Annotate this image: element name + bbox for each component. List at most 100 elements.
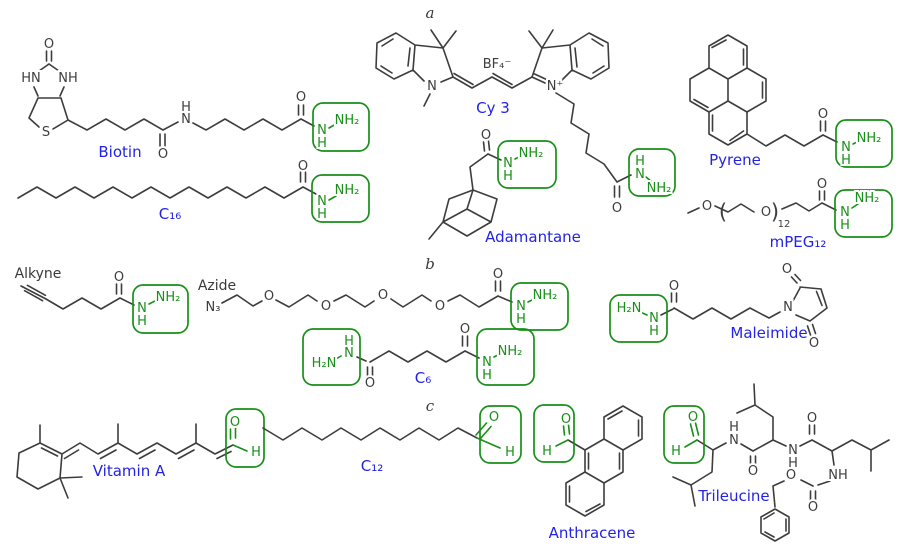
molecule-maleimide: H₂N N H O N O O Maleimide — [609, 260, 828, 353]
n-atom: N — [840, 205, 850, 220]
panel-label-c: c — [426, 397, 435, 415]
vitamin-a-aldehyde-bonds — [229, 427, 248, 452]
h-atom: H — [137, 314, 147, 329]
c6-label: C₆ — [415, 369, 432, 387]
pyrene-bonds — [689, 34, 838, 147]
mpeg12-label: mPEG₁₂ — [770, 233, 827, 251]
molecule-azide: N₃ O O O O O N H NH₂ Azide — [198, 265, 569, 331]
h-atom: H — [788, 456, 798, 471]
repeat-close-paren: ) — [771, 200, 779, 224]
repeat-open-paren: ( — [719, 200, 727, 224]
pyrene-hydrazide-bond — [852, 140, 860, 145]
mpeg12-hydrazide-bond — [851, 203, 859, 209]
o-atom: O — [786, 468, 796, 483]
molecule-biotin: O HN NH S H N O O N H NH₂ Biotin — [19, 35, 370, 164]
o-atom: O — [761, 205, 771, 220]
hydrazide-box — [132, 284, 189, 334]
molecule-pyrene: O N H NH₂ Pyrene — [689, 34, 893, 170]
c6-hydrazide-bonds — [335, 353, 501, 360]
h-atom: H — [251, 445, 261, 460]
aldehyde-box — [663, 405, 705, 464]
molecule-anthracene: O H Anthracene — [533, 404, 643, 542]
hydrazide-box — [311, 174, 370, 223]
n-atom: N — [649, 311, 659, 326]
alkyne-bonds — [20, 283, 135, 310]
nh2-atom: NH₂ — [156, 290, 181, 305]
aldehyde-box — [479, 405, 522, 464]
vitamin-a-label: Vitamin A — [93, 462, 166, 480]
molecule-trileucine: O H H N O N H O NH O O Trileucine — [663, 383, 890, 542]
n-atom: N — [729, 433, 739, 448]
h-atom: H — [317, 136, 327, 151]
o-atom: O — [230, 415, 240, 430]
cy3-label: Cy 3 — [476, 99, 510, 117]
hn-atom: HN — [21, 71, 41, 86]
o-atom: O — [321, 299, 331, 314]
o-atom: O — [818, 107, 828, 122]
h-atom: H — [344, 334, 354, 349]
adamantane-label: Adamantane — [485, 228, 581, 246]
trileucine-aldehyde-bonds — [684, 422, 700, 448]
molecule-vitamin-a: O H Vitamin A — [16, 408, 265, 499]
o-atom: O — [817, 177, 827, 192]
c6-bonds — [356, 335, 480, 378]
o-atom: O — [481, 128, 491, 143]
h-atom: H — [649, 324, 659, 339]
trileucine-label: Trileucine — [697, 487, 769, 505]
h-atom: H — [671, 444, 681, 459]
n-atom: N — [516, 299, 526, 314]
molecule-mpeg12: ( ) 12 O O O N H NH₂ mPEG₁₂ — [687, 175, 893, 251]
h-atom: H — [841, 153, 851, 168]
s-atom: S — [42, 125, 50, 140]
o-atom: O — [435, 299, 445, 314]
c16-hydrazide-bond — [328, 195, 337, 201]
n-atom: N — [317, 123, 327, 138]
vitamin-a-bonds — [16, 423, 234, 499]
o-atom: O — [365, 376, 375, 391]
o-atom: O — [688, 410, 698, 425]
adamantane-bonds — [428, 140, 502, 240]
cy3-hydrazide-bond — [645, 176, 653, 183]
o-atom: O — [669, 279, 679, 294]
anthracene-bonds — [565, 405, 643, 517]
biotin-hydrazide-bond — [328, 123, 337, 129]
azide-bonds — [221, 280, 513, 308]
repeat-subscript: 12 — [778, 219, 791, 230]
o-atom: O — [809, 336, 819, 351]
nh-atom: NH — [58, 71, 78, 86]
h-atom: H — [516, 312, 526, 327]
o-atom: O — [561, 412, 571, 427]
mpeg12-bonds — [687, 190, 837, 214]
azide-label: Azide — [198, 278, 236, 294]
h-atom: H — [542, 444, 552, 459]
o-atom: O — [748, 464, 758, 479]
h-atom: H — [505, 445, 515, 460]
nh2-atom: NH₂ — [533, 288, 558, 303]
molecule-cy3: N N⁺ BF₄⁻ O H N NH₂ Cy 3 — [375, 29, 676, 218]
o-atom: O — [702, 199, 712, 214]
aldehyde-box — [225, 408, 265, 468]
o-atom: O — [808, 500, 818, 515]
h-atom: H — [503, 169, 513, 184]
c12-label: C₁₂ — [361, 457, 384, 475]
n3-atom: N₃ — [206, 300, 221, 315]
n-atom: N — [137, 301, 147, 316]
h-atom: H — [317, 207, 327, 222]
maleimide-hydrazide-bond — [639, 311, 648, 316]
nh2-atom: NH₂ — [498, 344, 523, 359]
hydrazide-box — [497, 140, 557, 189]
o-atom: O — [489, 410, 499, 425]
o-atom: O — [114, 270, 124, 285]
n-atom: N — [181, 112, 191, 127]
molecule-c6: H₂N H N O O N H NH₂ C₆ — [302, 320, 535, 393]
hydrazide-box — [510, 282, 569, 331]
molecule-alkyne: O N H NH₂ Alkyne — [15, 266, 189, 334]
n-plus-atom: N⁺ — [547, 79, 564, 94]
hydrazide-box — [834, 189, 893, 238]
h-atom: H — [635, 154, 645, 169]
nh-atom: NH — [828, 468, 848, 483]
o-atom: O — [612, 201, 622, 216]
hydrazide-box — [476, 328, 535, 386]
